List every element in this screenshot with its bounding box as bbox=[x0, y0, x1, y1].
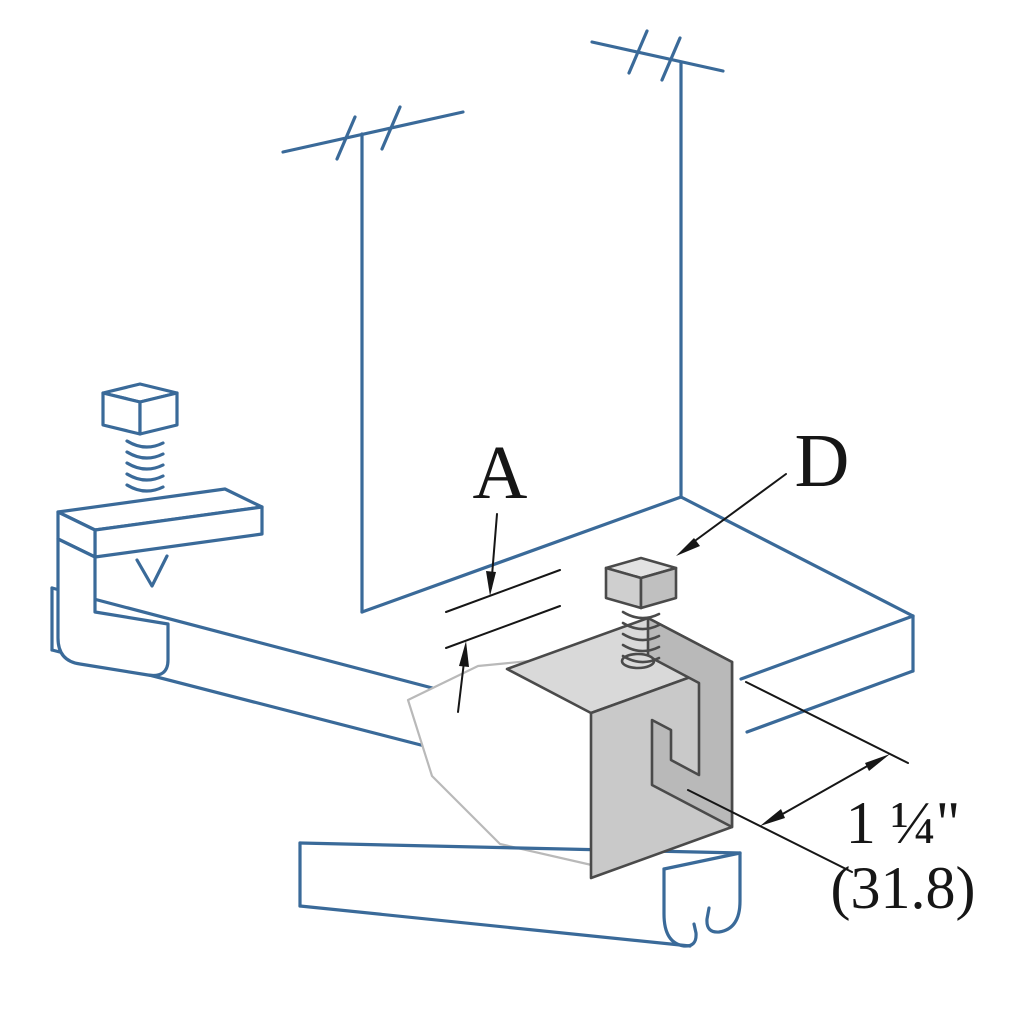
break-tick bbox=[660, 36, 682, 82]
beam-clamp-front bbox=[505, 556, 734, 880]
strut-end-inner-lip bbox=[662, 867, 698, 948]
break-tick bbox=[627, 29, 649, 75]
leader-line bbox=[457, 661, 465, 713]
flange-near-bottom-edge bbox=[745, 669, 915, 734]
front-clamp-end-profile bbox=[646, 616, 734, 829]
thread-coil-turn bbox=[125, 483, 165, 493]
flange-left-top-edge bbox=[50, 586, 442, 692]
extension-line bbox=[687, 789, 853, 873]
dimension-width-inches: 1 ¼" bbox=[846, 790, 961, 856]
back-clamp-bolt-head-right bbox=[138, 391, 179, 436]
thread-coil-turn bbox=[125, 439, 165, 449]
thread-coil-turn bbox=[125, 461, 165, 471]
flange-near-top-edge bbox=[739, 614, 915, 681]
thread-coil-turn bbox=[621, 610, 661, 620]
i-beam bbox=[50, 29, 915, 754]
extension-line bbox=[745, 681, 909, 764]
break-tick bbox=[380, 105, 402, 151]
dimension-width-mm: (31.8) bbox=[831, 855, 976, 921]
strut-end-outer-lip bbox=[705, 851, 742, 934]
back-clamp-bolt-head-left bbox=[101, 391, 142, 436]
front-clamp-bolt-head-right bbox=[639, 566, 678, 610]
label-d: D bbox=[795, 419, 850, 503]
flange-right-top-edge bbox=[679, 495, 915, 618]
thread-coil-turn bbox=[621, 632, 661, 642]
arrowhead bbox=[676, 538, 700, 556]
arrowhead bbox=[486, 571, 496, 596]
beam-clamp-back bbox=[56, 382, 264, 678]
web-break-line-right bbox=[590, 40, 725, 73]
break-tick bbox=[335, 115, 357, 161]
thread-coil-turn bbox=[621, 621, 661, 631]
thread-coil-turn bbox=[621, 654, 661, 664]
label-a: A bbox=[473, 431, 528, 515]
thread-coil-turn bbox=[621, 643, 661, 653]
arrowhead bbox=[760, 809, 785, 826]
dimension-a: A bbox=[445, 431, 561, 713]
dimension-width: 1 ¼" (31.8) bbox=[687, 681, 976, 921]
thread-coil-turn bbox=[125, 450, 165, 460]
strut-end-top-edge bbox=[662, 851, 742, 871]
label-d-callout: D bbox=[676, 419, 849, 556]
extension-line bbox=[445, 605, 561, 649]
back-clamp-screw-point bbox=[135, 554, 169, 588]
thread-coil-turn bbox=[125, 472, 165, 482]
web-flange-junction bbox=[360, 495, 683, 614]
arrowhead bbox=[865, 754, 890, 771]
extension-line bbox=[445, 569, 561, 613]
arrowhead bbox=[459, 641, 469, 667]
strut-bottom-edge bbox=[298, 904, 692, 948]
web-break-line-left bbox=[281, 110, 465, 154]
dimension-line bbox=[771, 759, 879, 821]
back-clamp-body bbox=[56, 537, 170, 678]
leader-line bbox=[691, 473, 787, 544]
strut-channel bbox=[298, 841, 742, 948]
